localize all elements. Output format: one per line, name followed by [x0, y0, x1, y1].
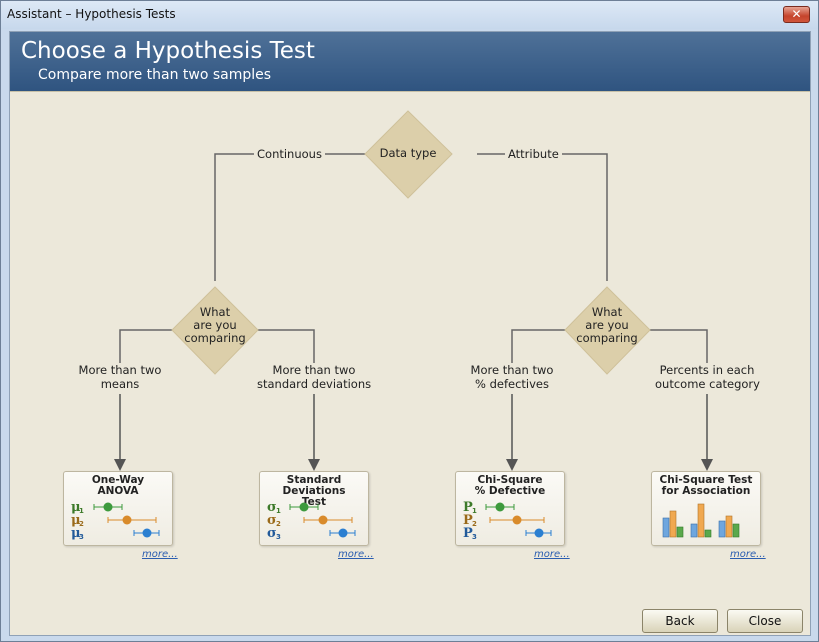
- leaf-label-percents: Percents in each outcome category: [652, 363, 762, 391]
- card-title: Chi-Square % Defective: [456, 475, 564, 497]
- more-link[interactable]: more...: [534, 549, 570, 560]
- subscript-2: 2: [79, 520, 84, 528]
- symbol-1: μ: [71, 500, 81, 515]
- leaf-stdev-line2: standard deviations: [257, 377, 372, 391]
- symbol-2: P: [463, 513, 473, 528]
- window-close-button[interactable]: ✕: [783, 6, 810, 23]
- diamond-right-line1: What: [591, 305, 623, 319]
- diamond-left-label: What are you comparing: [175, 306, 255, 345]
- symbol-3: σ: [267, 526, 277, 541]
- symbol-1: σ: [267, 500, 277, 515]
- card-title: One-Way ANOVA: [64, 475, 172, 497]
- page-title: Choose a Hypothesis Test: [21, 38, 315, 64]
- card-title-line1: One-Way: [91, 474, 145, 486]
- leaf-means-line2: means: [100, 377, 140, 391]
- diamond-right-label: What are you comparing: [567, 306, 647, 345]
- card-title: Standard Deviations Test: [260, 475, 368, 508]
- leaf-stdev-line1: More than two: [272, 363, 356, 377]
- diamond-left-comparing: [171, 286, 259, 375]
- symbol-3: μ: [71, 526, 81, 541]
- stdev-comparison-icon: σ 1 σ 2 σ 3: [267, 500, 356, 541]
- subscript-1: 1: [276, 507, 281, 515]
- leaf-defectives-line2: % defectives: [475, 377, 549, 391]
- grouped-bar-chart-icon: [662, 503, 740, 538]
- card-title-line2: ANOVA: [97, 485, 139, 497]
- symbol-2: μ: [71, 513, 81, 528]
- diamond-right-line2: are you: [585, 318, 629, 332]
- leaf-defectives-line1: More than two: [470, 363, 554, 377]
- card-title-line2: for Association: [661, 485, 751, 497]
- branch-line-attribute: [477, 153, 608, 281]
- subscript-2: 2: [276, 520, 281, 528]
- card-standard-deviations-test[interactable]: Standard Deviations Test σ 1 σ 2 σ 3 mor…: [259, 471, 374, 560]
- leaf-percents-line2: outcome category: [655, 377, 760, 391]
- leaf-means-line1: More than two: [78, 363, 162, 377]
- subscript-3: 3: [276, 533, 281, 541]
- proportions-comparison-icon: P 1 P 2 P 3: [463, 500, 552, 541]
- card-chi-square-association[interactable]: Chi-Square Test for Association more...: [651, 471, 766, 560]
- subscript-1: 1: [79, 507, 84, 515]
- more-link[interactable]: more...: [142, 549, 178, 560]
- leaf-percents-line1: Percents in each: [659, 363, 755, 377]
- more-link[interactable]: more...: [338, 549, 374, 560]
- card-title-line1: Standard Deviations: [282, 474, 346, 497]
- subscript-2: 2: [472, 520, 477, 528]
- decision-tree: [114, 110, 713, 471]
- subscript-1: 1: [472, 507, 477, 515]
- diamond-right-line3: comparing: [576, 331, 638, 345]
- diamond-left-line1: What: [199, 305, 231, 319]
- leaf-label-stdev: More than two standard deviations: [254, 363, 374, 391]
- back-button[interactable]: Back: [642, 609, 718, 633]
- card-title-line2: % Defective: [474, 485, 546, 497]
- page-subtitle: Compare more than two samples: [38, 67, 272, 83]
- diamond-left-line3: comparing: [184, 331, 246, 345]
- card-title-line1: Chi-Square Test: [659, 474, 753, 486]
- leaf-label-means: More than two means: [70, 363, 170, 391]
- diamond-data-type-label: Data type: [379, 146, 437, 160]
- header-banner: Choose a Hypothesis Test Compare more th…: [10, 32, 810, 92]
- diamond-left-line2: are you: [193, 318, 237, 332]
- card-title: Chi-Square Test for Association: [652, 475, 760, 497]
- branch-line-means: [119, 329, 172, 365]
- card-title-line1: Chi-Square: [477, 474, 543, 486]
- close-button[interactable]: Close: [727, 609, 803, 633]
- branch-line-percents: [650, 329, 708, 365]
- card-title-line2: Test: [301, 496, 327, 508]
- title-bar: Assistant – Hypothesis Tests ✕: [1, 1, 818, 29]
- window-title: Assistant – Hypothesis Tests: [7, 7, 176, 21]
- leaf-label-defectives: More than two % defectives: [462, 363, 562, 391]
- dialog-content: Choose a Hypothesis Test Compare more th…: [9, 31, 811, 636]
- symbol-1: P: [463, 500, 473, 515]
- symbol-2: σ: [267, 513, 277, 528]
- symbol-3: P: [463, 526, 473, 541]
- card-one-way-anova[interactable]: One-Way ANOVA μ 1 μ 2 μ 3 more...: [63, 471, 178, 560]
- diamond-right-comparing: [564, 286, 651, 375]
- more-link[interactable]: more...: [730, 549, 766, 560]
- card-chi-square-defective[interactable]: Chi-Square % Defective P 1 P 2 P 3 more.…: [455, 471, 570, 560]
- subscript-3: 3: [472, 533, 477, 541]
- subscript-3: 3: [79, 533, 84, 541]
- branch-line-stdev: [258, 329, 315, 365]
- branch-label-attribute: Attribute: [505, 147, 562, 161]
- branch-line-defectives: [511, 329, 565, 365]
- diamond-data-type: [364, 110, 453, 199]
- branch-label-continuous: Continuous: [254, 147, 325, 161]
- branch-line-continuous: [214, 153, 365, 281]
- means-comparison-icon: μ 1 μ 2 μ 3: [71, 500, 160, 541]
